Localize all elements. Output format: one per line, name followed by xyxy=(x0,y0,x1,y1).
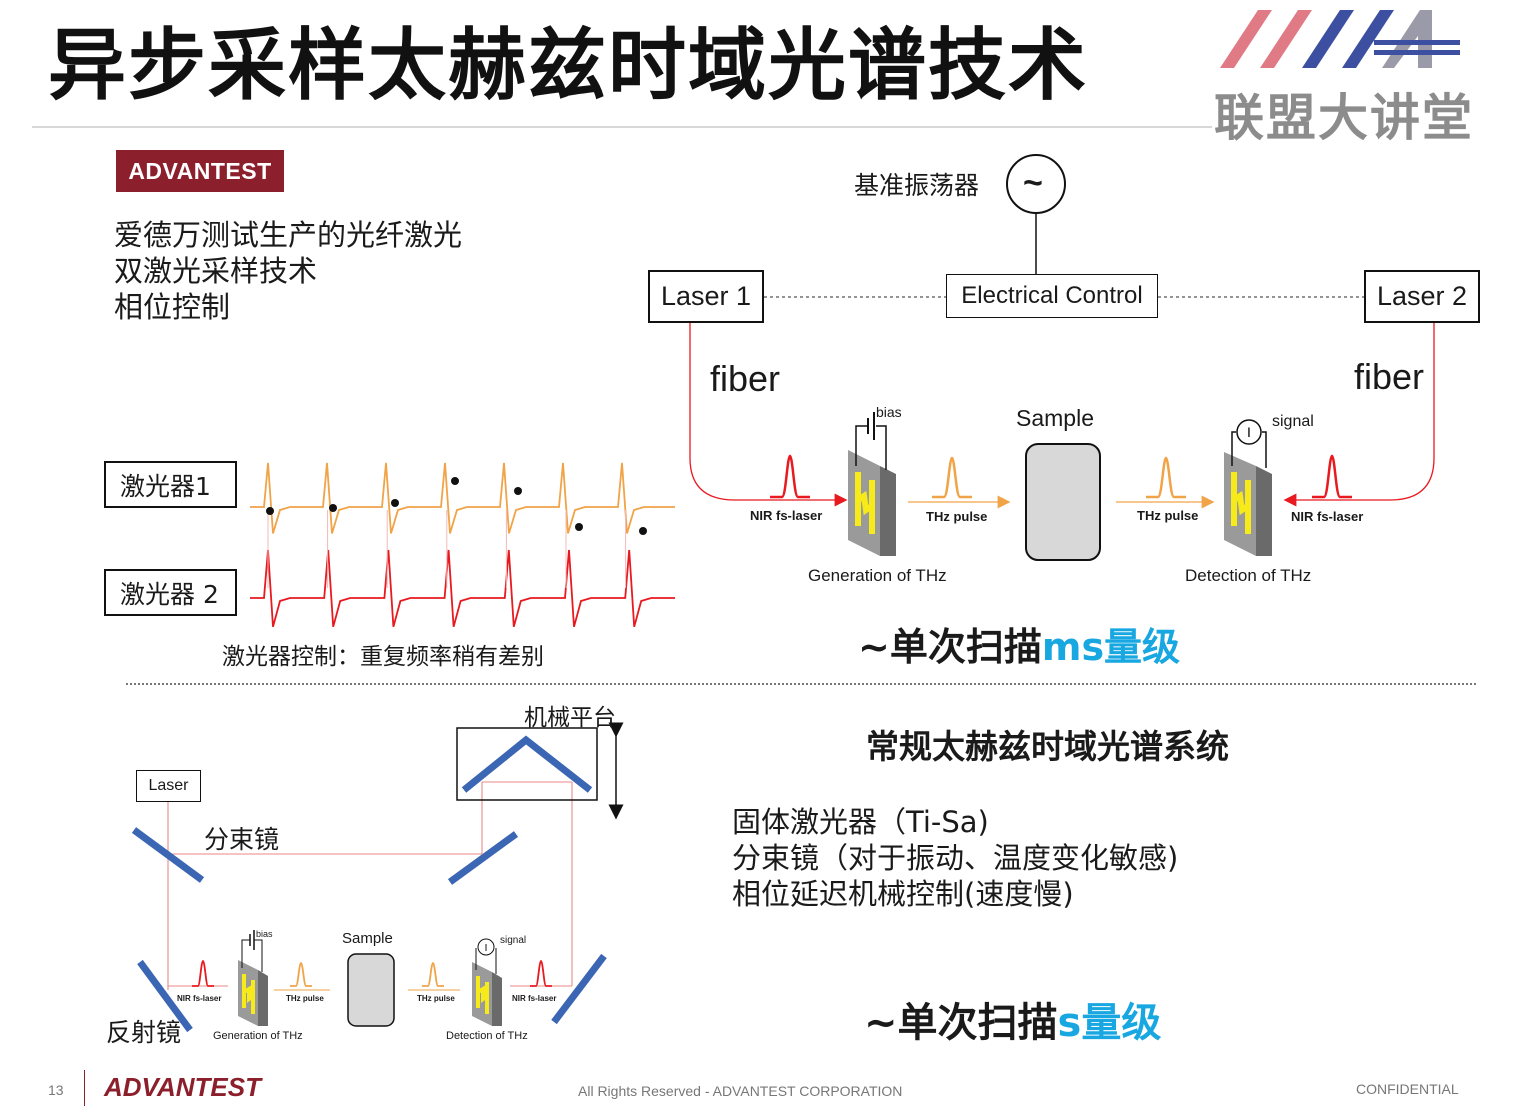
feature-line-2: 双激光采样技术 xyxy=(114,254,318,288)
footer-divider xyxy=(84,1070,85,1106)
title-divider xyxy=(32,126,1212,128)
reflector-label: 反射镜 xyxy=(106,1018,182,1047)
delay-stage-label: 机械平台 xyxy=(524,705,616,731)
laser2-box: Laser 2 xyxy=(1364,270,1480,323)
advantest-logo: ADVANTEST xyxy=(116,150,284,192)
page-title: 异步采样太赫兹时域光谱技术 xyxy=(48,21,1089,111)
thz-label-small-right: THz pulse xyxy=(417,994,455,1003)
conventional-line-2: 分束镜（对于振动、温度变化敏感) xyxy=(732,841,1179,875)
feature-line-1: 爱德万测试生产的光纤激光 xyxy=(114,218,463,252)
oscillator-label: 基准振荡器 xyxy=(854,171,980,200)
retroreflector-mirror xyxy=(461,735,593,793)
detector-meter-symbol-small: I xyxy=(485,943,488,954)
stage-mirror-lower xyxy=(447,831,519,885)
sample-label: Sample xyxy=(1016,405,1094,431)
beam-splitter-label: 分束镜 xyxy=(204,825,280,854)
generation-label: Generation of THz xyxy=(808,566,947,585)
conventional-heading: 常规太赫兹时域光谱系统 xyxy=(866,727,1229,766)
sample-block xyxy=(1025,443,1101,561)
detector-antenna-icon xyxy=(1224,419,1272,556)
oscillator-symbol: ~ xyxy=(1023,164,1043,202)
sampling-point xyxy=(575,523,583,531)
emitter-antenna-small-icon xyxy=(238,930,268,1026)
sample-block-small xyxy=(347,953,395,1027)
claim-bottom-highlight: s量级 xyxy=(1057,1000,1162,1046)
generation-label-small: Generation of THz xyxy=(213,1030,303,1042)
thz-label-left: THz pulse xyxy=(926,509,988,524)
beam-splitter-mirror xyxy=(131,827,205,883)
waveform-plot xyxy=(250,462,675,628)
sampling-point xyxy=(329,504,337,512)
footer-confidential: CONFIDENTIAL xyxy=(1356,1081,1459,1097)
fiber-label-right: fiber xyxy=(1354,356,1425,397)
nir-pulse-right xyxy=(1312,454,1352,499)
thz-label-small-left: THz pulse xyxy=(286,994,324,1003)
detector-antenna-small-icon xyxy=(472,938,502,1026)
nir-label-left: NIR fs-laser xyxy=(750,508,823,523)
laser1-waveform-label: 激光器1 xyxy=(104,461,237,508)
signal-label-small: signal xyxy=(500,935,527,946)
thz-pulse-right xyxy=(1146,456,1186,499)
footer-brand-logo: ADVANTEST xyxy=(104,1072,261,1102)
conventional-setup-diagram: I xyxy=(131,722,624,1033)
bias-label: bias xyxy=(876,404,902,420)
footer-rights: All Rights Reserved - ADVANTEST CORPORAT… xyxy=(578,1083,903,1099)
nir-label-small-left: NIR fs-laser xyxy=(177,994,222,1003)
nir-pulse-small-left xyxy=(192,959,214,987)
electrical-control-box: Electrical Control xyxy=(946,274,1158,318)
nir-pulse-left xyxy=(770,454,810,499)
section-divider xyxy=(126,683,1476,685)
bias-label-small: bias xyxy=(256,929,273,939)
claim-bottom-prefix: ~单次扫描 xyxy=(864,1000,1058,1046)
asops-diagram: I xyxy=(250,154,1435,628)
detection-label: Detection of THz xyxy=(1185,566,1312,585)
sampling-point xyxy=(639,527,647,535)
fiber-left-path xyxy=(689,322,848,507)
sample-label-small: Sample xyxy=(342,930,393,947)
reflector-mirror-right xyxy=(551,953,607,1025)
signal-label: signal xyxy=(1272,413,1314,430)
laser2-waveform-label: 激光器 2 xyxy=(104,569,237,616)
fiber-right-path xyxy=(1283,322,1435,507)
sampling-point xyxy=(266,507,274,515)
waveform-caption: 激光器控制：重复频率稍有差别 xyxy=(222,644,544,670)
laser1-waveform xyxy=(250,462,675,534)
detector-meter-symbol: I xyxy=(1247,424,1251,440)
delay-stage-box xyxy=(456,727,598,801)
sampling-point xyxy=(514,487,522,495)
emitter-antenna-icon xyxy=(848,412,896,556)
seminar-logo-text: 联盟大讲堂 xyxy=(1214,89,1474,147)
thz-pulse-small-right xyxy=(422,961,444,987)
claim-top-highlight: ms量级 xyxy=(1041,625,1181,669)
page-number: 13 xyxy=(48,1082,64,1098)
conventional-line-1: 固体激光器（Ti-Sa) xyxy=(732,805,989,839)
laser1-box: Laser 1 xyxy=(648,270,764,323)
reflector-mirror-left xyxy=(137,959,193,1033)
conventional-line-3: 相位延迟机械控制(速度慢) xyxy=(732,877,1074,911)
claim-top-prefix: ~单次扫描 xyxy=(858,625,1042,669)
thz-pulse-left xyxy=(932,456,972,499)
sampling-point xyxy=(451,477,459,485)
feature-line-3: 相位控制 xyxy=(114,290,231,324)
laser-box-small: Laser xyxy=(136,770,201,802)
nir-pulse-small-right xyxy=(530,959,552,987)
sampling-point xyxy=(391,499,399,507)
seminar-logo-icon xyxy=(1220,10,1460,68)
nir-label-right: NIR fs-laser xyxy=(1291,509,1364,524)
nir-label-small-right: NIR fs-laser xyxy=(512,994,557,1003)
scan-time-claim-top: ~单次扫描ms量级 xyxy=(858,616,1180,671)
thz-pulse-small-left xyxy=(290,961,312,987)
scan-time-claim-bottom: ~单次扫描s量级 xyxy=(864,990,1161,1048)
laser2-waveform xyxy=(250,549,675,628)
fiber-label-left: fiber xyxy=(710,358,781,399)
detection-label-small: Detection of THz xyxy=(446,1030,528,1042)
thz-label-right: THz pulse xyxy=(1137,508,1199,523)
